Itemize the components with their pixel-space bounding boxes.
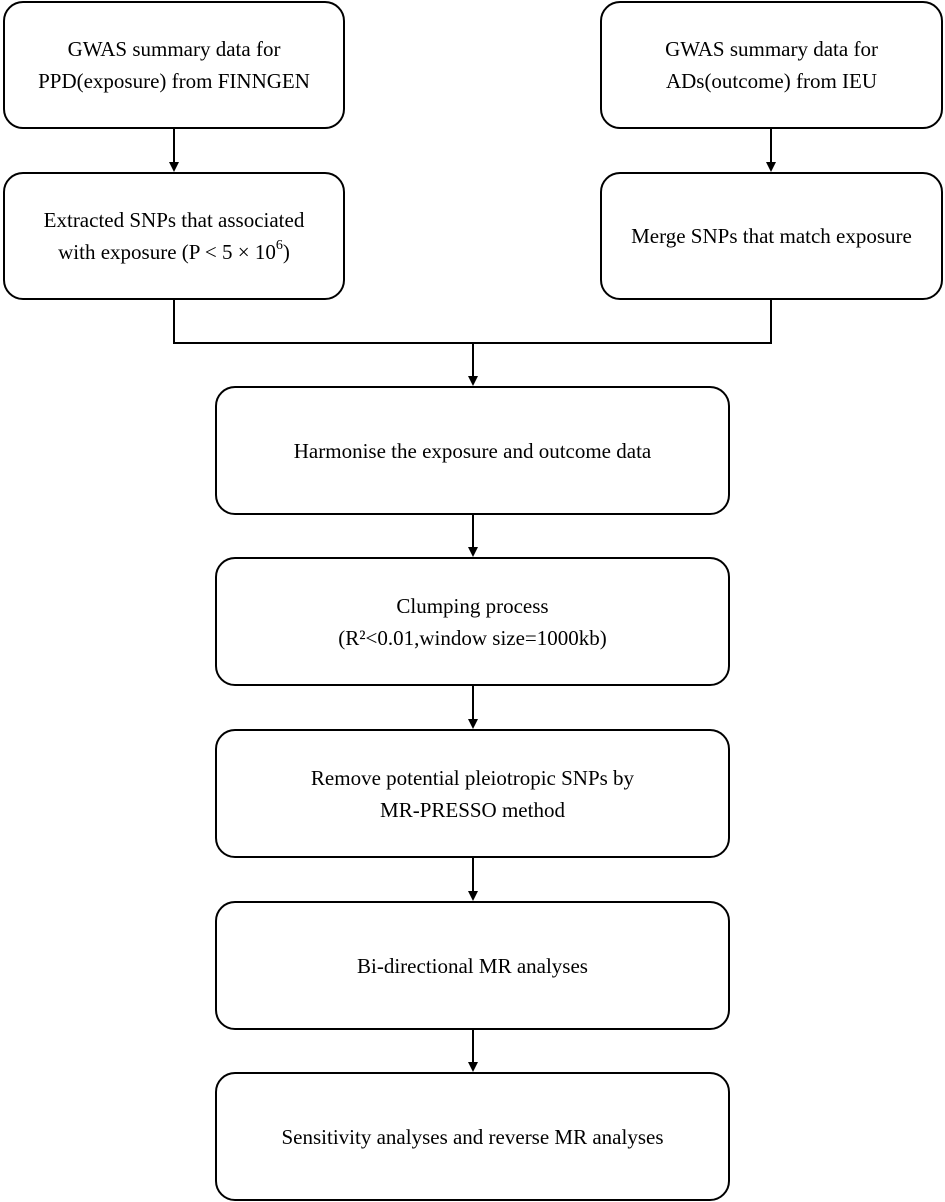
gwas-outcome-box: GWAS summary data for ADs(outcome) from … bbox=[600, 1, 943, 129]
harmonise-line-1: Harmonise the exposure and outcome data bbox=[293, 438, 652, 463]
extract-snps-threshold-prefix: with exposure (P < 5 × 10 bbox=[58, 240, 276, 264]
extract-snps-line-2: with exposure (P < 5 × 106) bbox=[44, 236, 305, 268]
merge-snps-box: Merge SNPs that match exposure bbox=[600, 172, 943, 300]
connector-extract-merge-join bbox=[173, 300, 772, 344]
extract-snps-text: Extracted SNPs that associated with expo… bbox=[44, 204, 305, 268]
gwas-outcome-line-2: ADs(outcome) from IEU bbox=[665, 69, 878, 93]
clumping-line-1: Clumping process bbox=[396, 593, 549, 618]
sensitivity-analyses-line-1: Sensitivity analyses and reverse MR anal… bbox=[281, 1124, 664, 1149]
remove-pleiotropic-text: Remove potential pleiotropic SNPs by MR-… bbox=[311, 762, 634, 826]
extract-snps-threshold-suffix: ) bbox=[282, 240, 290, 264]
sensitivity-analyses-box: Sensitivity analyses and reverse MR anal… bbox=[215, 1072, 730, 1201]
remove-pleiotropic-line-1: Remove potential pleiotropic SNPs by bbox=[310, 765, 635, 790]
bidirectional-mr-box: Bi-directional MR analyses bbox=[215, 901, 730, 1030]
clumping-box: Clumping process (R²<0.01,window size=10… bbox=[215, 557, 730, 686]
gwas-exposure-line-1: GWAS summary data for bbox=[67, 37, 281, 61]
gwas-exposure-box: GWAS summary data for PPD(exposure) from… bbox=[3, 1, 345, 129]
gwas-outcome-text: GWAS summary data for ADs(outcome) from … bbox=[665, 33, 878, 97]
gwas-exposure-line-2: PPD(exposure) from FINNGEN bbox=[38, 69, 310, 93]
clumping-line-2: (R²<0.01,window size=1000kb) bbox=[338, 625, 607, 650]
merge-snps-text: Merge SNPs that match exposure bbox=[631, 220, 912, 252]
extract-snps-threshold-exponent: 6 bbox=[275, 238, 283, 253]
remove-pleiotropic-box: Remove potential pleiotropic SNPs by MR-… bbox=[215, 729, 730, 858]
merge-snps-line-1: Merge SNPs that match exposure bbox=[631, 224, 912, 248]
extract-snps-box: Extracted SNPs that associated with expo… bbox=[3, 172, 345, 300]
extract-snps-line-1: Extracted SNPs that associated bbox=[43, 208, 305, 232]
bidirectional-mr-line-1: Bi-directional MR analyses bbox=[357, 953, 588, 978]
gwas-outcome-line-1: GWAS summary data for bbox=[665, 37, 878, 61]
bidirectional-mr-text: Bi-directional MR analyses bbox=[357, 950, 588, 982]
gwas-exposure-text: GWAS summary data for PPD(exposure) from… bbox=[38, 33, 310, 97]
clumping-text: Clumping process (R²<0.01,window size=10… bbox=[338, 590, 607, 654]
harmonise-text: Harmonise the exposure and outcome data bbox=[294, 435, 651, 467]
remove-pleiotropic-line-2: MR-PRESSO method bbox=[380, 797, 565, 822]
sensitivity-analyses-text: Sensitivity analyses and reverse MR anal… bbox=[282, 1121, 664, 1153]
harmonise-box: Harmonise the exposure and outcome data bbox=[215, 386, 730, 515]
